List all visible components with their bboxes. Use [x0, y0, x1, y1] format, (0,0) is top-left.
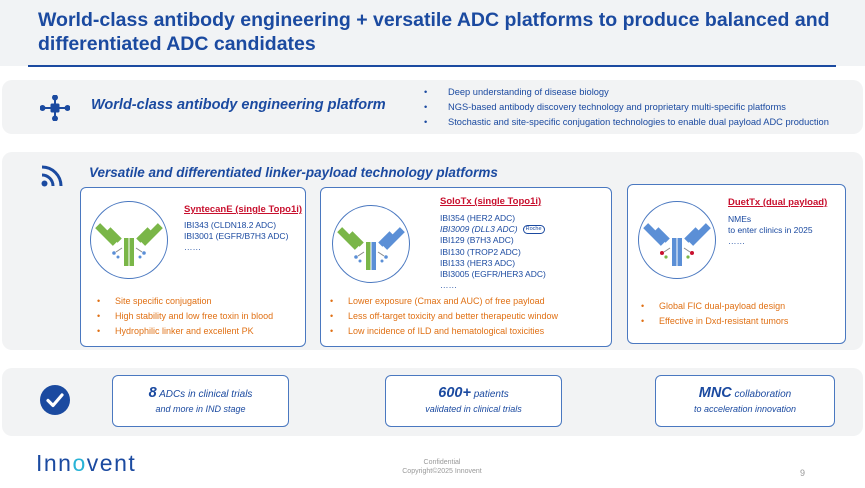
platform-card-solotx: SoloTx (single Topo1i) IBI354 (HER2 ADC)… [320, 187, 612, 347]
stat-label: patients [470, 389, 509, 400]
stat-headline: 8 ADCs in clinical trials [113, 385, 288, 403]
page-number: 9 [800, 468, 806, 478]
list-item: Hydrophilic linker and excellent PK [91, 324, 273, 339]
stat-label: ADCs in clinical trials [156, 389, 253, 400]
list-item: Deep understanding of disease biology [420, 85, 829, 100]
confidential-label: Confidential [423, 459, 461, 466]
platform-card-duettx: DuetTx (dual payload) NMEs to enter clin… [627, 184, 846, 344]
list-item: Effective in Dxd-resistant tumors [635, 314, 788, 329]
list-item: IBI343 (CLDN18.2 ADC) [184, 220, 277, 230]
list-item: IBI129 (B7H3 ADC) [440, 235, 514, 246]
title-bar: World-class antibody engineering + versa… [0, 0, 865, 66]
title-underline [28, 65, 836, 67]
asset-label: IBI3009 (DLL3 ADC) [440, 224, 518, 235]
stat-label: collaboration [731, 389, 792, 400]
antibody-blue-icon [643, 223, 711, 266]
list-item: NGS-based antibody discovery technology … [420, 100, 829, 115]
antibody-illustration [90, 201, 168, 279]
antibody-illustration [332, 205, 410, 283]
stat-box-adcs: 8 ADCs in clinical trials and more in IN… [112, 375, 289, 427]
antibody-platform-bullets: Deep understanding of disease biology NG… [420, 85, 829, 130]
list-item: Lower exposure (Cmax and AUC) of free pa… [324, 294, 558, 309]
list-item: IBI130 (TROP2 ADC) [440, 246, 521, 257]
stat-box-patients: 600+ patients validated in clinical tria… [385, 375, 562, 427]
platform-name: DuetTx (dual payload) [728, 197, 828, 208]
platform-name: SoloTx (single Topo1i) [440, 196, 542, 207]
stat-box-collaboration: MNC collaboration to acceleration innova… [655, 375, 835, 427]
list-item-with-partner: IBI3009 (DLL3 ADC) Roche [440, 224, 546, 235]
list-item: Site specific conjugation [91, 294, 273, 309]
platform-assets: NMEs to enter clinics in 2025 …… [728, 214, 813, 248]
list-item: NMEs [728, 214, 752, 224]
stat-subtext: and more in IND stage [155, 404, 246, 414]
list-item: IBI3001 (EGFR/B7H3 ADC) [184, 231, 289, 242]
stat-number: 600+ [438, 385, 471, 401]
platform-features: Lower exposure (Cmax and AUC) of free pa… [324, 294, 558, 340]
antibody-green-blue-icon [337, 227, 405, 270]
list-item: …… [440, 280, 457, 291]
list-item: Stochastic and site-specific conjugation… [420, 115, 829, 130]
stat-number: 8 [148, 385, 157, 401]
copyright-label: Copyright©2025 Innovent [402, 468, 482, 475]
antibody-green-icon [95, 223, 163, 266]
list-item: IBI354 (HER2 ADC) [440, 213, 516, 223]
list-item: Global FIC dual-payload design [635, 299, 788, 314]
platform-name: SyntecanE (single Topo1i) [184, 204, 303, 215]
stat-number: MNC [698, 385, 732, 401]
page-title: World-class antibody engineering + versa… [38, 9, 830, 55]
stat-headline: MNC collaboration [656, 385, 834, 403]
footer-confidential: Confidential Copyright©2025 Innovent [382, 458, 502, 476]
stat-subtext: to acceleration innovation [693, 404, 797, 414]
antibody-platform-title: World-class antibody engineering platfor… [91, 97, 386, 113]
list-item: High stability and low free toxin in blo… [91, 309, 273, 324]
wifi-signal-icon [41, 165, 63, 187]
stat-headline: 600+ patients [386, 385, 561, 403]
list-item: …… [728, 236, 745, 247]
platform-features: Global FIC dual-payload design Effective… [635, 299, 788, 330]
list-item: Less off-target toxicity and better ther… [324, 309, 558, 324]
list-item: IBI133 (HER3 ADC) [440, 257, 516, 268]
list-item: to enter clinics in 2025 [728, 225, 813, 236]
antibody-illustration [638, 201, 716, 279]
antibody-network-icon [40, 95, 70, 121]
innovent-logo: Innovent [36, 450, 137, 476]
linker-payload-title: Versatile and differentiated linker-payl… [89, 165, 498, 180]
stat-subtext: validated in clinical trials [425, 404, 522, 414]
roche-partner-badge: Roche [522, 225, 545, 235]
logo-accent: o [72, 450, 87, 476]
checkmark-icon [40, 385, 70, 415]
platform-assets: IBI354 (HER2 ADC) IBI3009 (DLL3 ADC) Roch… [440, 213, 546, 291]
list-item: …… [184, 242, 201, 253]
platform-features: Site specific conjugation High stability… [91, 294, 273, 340]
list-item: IBI3005 (EGFR/HER3 ADC) [440, 269, 546, 280]
platform-card-syntecane: SyntecanE (single Topo1i) IBI343 (CLDN18… [80, 187, 306, 347]
platform-assets: IBI343 (CLDN18.2 ADC) IBI3001 (EGFR/B7H3… [184, 220, 288, 254]
list-item: Low incidence of ILD and hematological t… [324, 324, 558, 339]
